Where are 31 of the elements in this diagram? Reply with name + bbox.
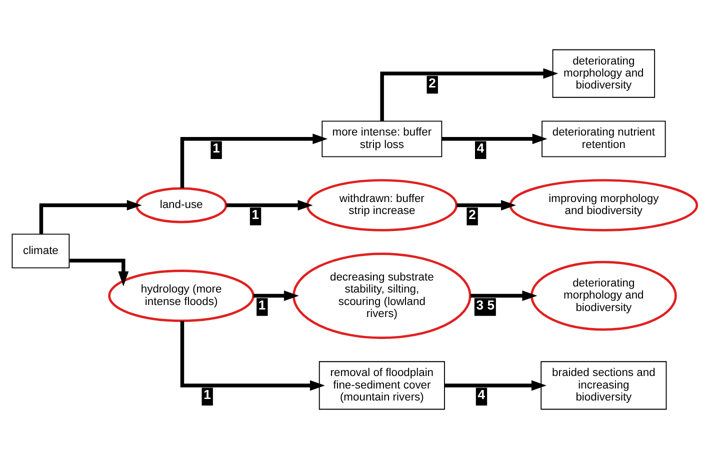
arrow — [70, 258, 129, 286]
node-ellipse: withdrawn: buffer strip increase — [306, 179, 458, 232]
node-ellipse: deteriorating morphology and biodiversity — [530, 260, 677, 331]
node-ellipse: improving morphology and biodiversity — [509, 179, 698, 232]
node-ellipse: decreasing substrate stability, silting, scouring (lowland rivers) — [292, 252, 472, 339]
edge-label: 1 — [252, 206, 260, 222]
arrow — [444, 380, 546, 391]
node-box: more intense: buffer strip loss — [322, 120, 442, 158]
node-box: removal of floodplain fine-sediment cover (mountain rivers) — [318, 361, 445, 410]
arrow — [39, 200, 142, 234]
edge-label: 1 — [204, 387, 211, 402]
edge-label: 1 — [212, 140, 220, 156]
edge-label: 4 — [478, 387, 486, 402]
arrow — [380, 68, 558, 122]
edge-label: 2 — [468, 206, 476, 222]
edge-label: 1 — [258, 298, 266, 313]
arrow — [456, 200, 516, 210]
node-box: deteriorating nutrient retention — [542, 120, 666, 158]
edge-label: 3 5 — [476, 298, 494, 313]
edge-label: 2 — [428, 75, 436, 90]
node-box: climate — [12, 234, 70, 268]
arrow — [180, 321, 325, 391]
node-box: braided sections and increasing biodiversity — [540, 361, 667, 410]
edge-label: 4 — [476, 140, 484, 156]
arrow — [253, 290, 299, 302]
arrow — [180, 134, 328, 188]
node-ellipse: land-use — [135, 187, 228, 224]
node-box: deteriorating morphology and biodiversity — [552, 49, 656, 98]
arrow — [470, 290, 538, 302]
arrow — [226, 200, 313, 210]
arrow — [442, 134, 548, 144]
